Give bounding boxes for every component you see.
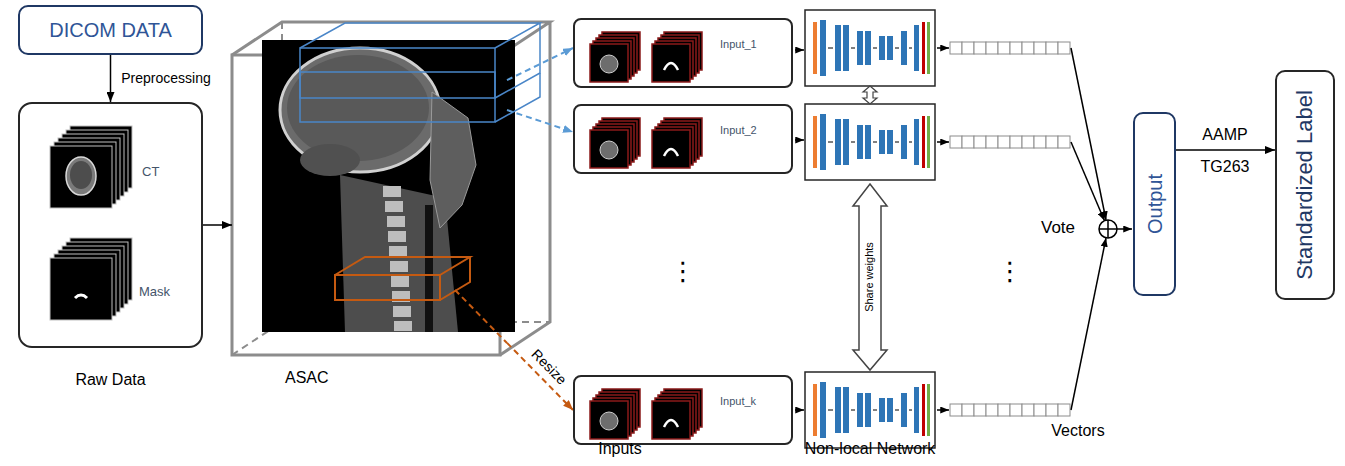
vertebra bbox=[390, 261, 408, 272]
connector bbox=[203, 224, 232, 226]
connector bbox=[507, 110, 573, 132]
vertebra bbox=[388, 231, 406, 242]
network-block bbox=[805, 372, 935, 448]
share-arrow-small bbox=[863, 86, 877, 104]
input-mask-stack bbox=[652, 389, 702, 439]
connector-label: Resize bbox=[528, 346, 570, 388]
flow-arrow bbox=[937, 409, 949, 411]
vote-arrow bbox=[1071, 142, 1105, 221]
crop-slab bbox=[300, 23, 540, 122]
output-label: Output bbox=[1143, 174, 1167, 234]
raw-data-panel: CTMaskRaw Data bbox=[18, 102, 203, 348]
sagittal-ct bbox=[262, 40, 515, 332]
output-box: Output bbox=[1133, 112, 1176, 296]
connector-label: Preprocessing bbox=[121, 70, 211, 87]
share-weights-label: Share weights bbox=[863, 242, 876, 312]
crop-slab bbox=[300, 72, 495, 122]
input-label: Input_2 bbox=[720, 124, 757, 137]
input-box: Input_2 bbox=[573, 104, 793, 174]
network-block bbox=[805, 104, 935, 180]
vote-arrow bbox=[1071, 238, 1106, 410]
flow-arrow bbox=[795, 409, 804, 411]
vertebra bbox=[383, 186, 401, 197]
input-box: Input_k bbox=[573, 375, 793, 445]
network-block bbox=[805, 10, 935, 86]
input-ct-stack bbox=[590, 32, 640, 82]
input-box: Input_1 bbox=[573, 18, 793, 88]
ellipsis-dots: ⋮ bbox=[670, 256, 696, 287]
flow-arrow bbox=[795, 49, 804, 51]
crop-slab bbox=[300, 23, 540, 98]
vertebra bbox=[394, 321, 412, 331]
vertebra bbox=[385, 201, 403, 212]
input-mask-stack bbox=[652, 32, 702, 82]
stack-label: CT bbox=[142, 164, 159, 180]
crop-slab bbox=[300, 48, 495, 98]
ct-background bbox=[262, 40, 515, 332]
panel-caption: Raw Data bbox=[20, 370, 201, 389]
sum-circle bbox=[1099, 220, 1117, 238]
hidden-edge bbox=[232, 22, 550, 355]
source-label: DICOM DATA bbox=[49, 18, 172, 42]
mask-stack bbox=[50, 238, 132, 320]
airway bbox=[425, 205, 433, 332]
input-ct-stack bbox=[590, 118, 640, 168]
column-caption: Non-local Network bbox=[805, 439, 936, 458]
vertebra bbox=[389, 246, 407, 257]
column-caption: Inputs bbox=[598, 439, 642, 458]
connector bbox=[507, 48, 573, 80]
ct-stack bbox=[50, 126, 132, 208]
output-vector bbox=[950, 42, 1070, 54]
flow-arrow bbox=[937, 47, 949, 49]
crop-slab-small bbox=[335, 257, 470, 300]
vote-arrow bbox=[1071, 48, 1106, 220]
crop-slab bbox=[495, 73, 540, 122]
column-caption: Vectors bbox=[1051, 421, 1104, 440]
connector-label: AAMP bbox=[1202, 125, 1247, 144]
vertebra bbox=[387, 216, 405, 227]
vote-arrow bbox=[1117, 228, 1132, 230]
input-label: Input_1 bbox=[720, 38, 757, 51]
volume-caption: ASAC bbox=[285, 368, 329, 387]
sum-plus bbox=[1099, 220, 1117, 238]
crop-slab-small bbox=[335, 275, 440, 300]
label-box: Standardized Label bbox=[1275, 70, 1335, 300]
asac-volume: ASAC bbox=[232, 20, 507, 356]
connector bbox=[1176, 149, 1275, 151]
brain bbox=[287, 55, 429, 161]
vertebra bbox=[383, 186, 412, 331]
face bbox=[430, 92, 476, 228]
vertebra bbox=[391, 276, 409, 287]
input-ct-stack bbox=[590, 389, 640, 439]
stack-label: Mask bbox=[139, 284, 170, 300]
vote-label: Vote bbox=[1041, 218, 1075, 238]
output-vector bbox=[950, 136, 1070, 148]
vertebra bbox=[393, 306, 411, 317]
vote-arrow bbox=[1071, 48, 1132, 410]
connector bbox=[507, 343, 573, 410]
asac-cube bbox=[232, 22, 550, 355]
cerebellum bbox=[300, 144, 360, 176]
output-vector bbox=[950, 404, 1070, 416]
connector bbox=[110, 55, 112, 102]
result-label: Standardized Label bbox=[1292, 90, 1318, 280]
share-weights-arrow bbox=[853, 184, 887, 370]
flow-arrow bbox=[795, 48, 949, 410]
source-box: DICOM DATA bbox=[18, 5, 203, 55]
resize-leader bbox=[455, 290, 507, 343]
crop-slab-small bbox=[335, 257, 470, 300]
input-label: Input_k bbox=[720, 395, 756, 408]
flow-arrow bbox=[795, 139, 804, 141]
standard-label: TG263 bbox=[1201, 157, 1250, 176]
cube-edge bbox=[232, 22, 550, 355]
flow-arrow bbox=[937, 141, 949, 143]
input-mask-stack bbox=[652, 118, 702, 168]
ellipsis-dots: ⋮ bbox=[997, 256, 1023, 287]
